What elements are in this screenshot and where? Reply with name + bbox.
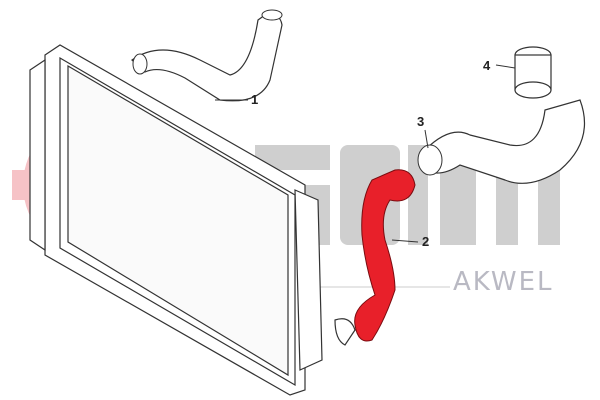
callout-3: 3 — [417, 114, 425, 129]
callout-1: 1 — [251, 92, 259, 107]
intercooler-radiator — [29, 44, 356, 396]
hose-part-1 — [131, 13, 283, 102]
akwel-brand-watermark: AKWEL — [453, 267, 554, 297]
coupling-part-4 — [514, 46, 552, 99]
callout-2: 2 — [422, 234, 430, 249]
hose-part-2 — [354, 169, 416, 342]
callout-4: 4 — [483, 58, 491, 73]
hose-part-3 — [424, 99, 586, 184]
